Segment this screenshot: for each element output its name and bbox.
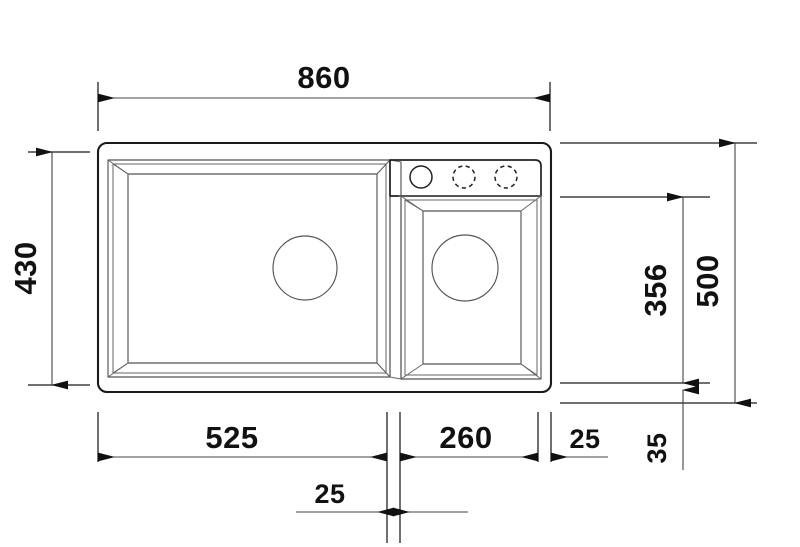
second-bowl-bevel-tr [520,195,542,212]
second-bowl-bevel-bl [400,363,424,380]
dimension-overall-width: 860 [97,60,551,131]
tap-hole-knockout-2-icon [494,165,518,189]
dim-label-525: 525 [205,420,258,455]
dimension-overall-depth: 430 [8,147,90,390]
dimension-group-right: 500 356 35 [560,138,757,470]
tap-hole-knockout-1-icon [452,165,476,189]
main-bowl-bevel-tl2 [112,163,129,175]
dim-label-430: 430 [8,241,43,294]
dim-label-500: 500 [690,254,725,307]
main-bowl-floor [127,173,378,364]
dim-label-25-divider: 25 [314,479,345,509]
main-bowl [107,159,391,378]
main-bowl-ledge-inner [112,163,387,374]
dim-label-35: 35 [642,432,672,463]
sink-body [96,141,553,394]
bowl-divider [376,159,402,380]
tap-deck [389,159,542,197]
dimension-right-margin: 25 [551,424,608,462]
second-bowl-ledge-outer [400,195,542,380]
dimension-main-bowl-width: 525 [98,420,387,462]
divider-bottom-cap [389,376,402,380]
second-bowl-bevel-tl2 [404,199,424,212]
second-bowl-bevel-br2 [520,363,538,376]
second-bowl [400,195,542,380]
tap-deck-outline [389,159,542,197]
sink-outer-outline [96,141,553,394]
dimension-second-bowl-width: 260 [400,420,538,462]
dimension-ledge-offset: 35 [642,385,699,470]
dim-label-356: 356 [638,263,673,316]
dim-label-260: 260 [439,420,492,455]
dim-label-25-right: 25 [569,424,600,454]
divider-crest-top [376,159,391,175]
second-bowl-ledge-inner [404,199,538,376]
dimension-chain-bottom: 525 260 25 25 [97,412,608,543]
divider-crest-bottom [376,362,391,378]
main-bowl-drain-icon [272,235,338,301]
dimension-divider-width: 25 [296,479,468,517]
main-bowl-bevel-bl2 [112,362,129,374]
second-bowl-drain-icon [431,234,499,302]
dim-label-860: 860 [297,60,350,95]
dimension-cutout-depth-outer: 500 [690,138,751,408]
dimension-cutout-depth-inner: 356 [638,192,699,388]
main-bowl-ledge-outer [107,159,391,378]
tap-hole-open-icon [409,165,433,189]
